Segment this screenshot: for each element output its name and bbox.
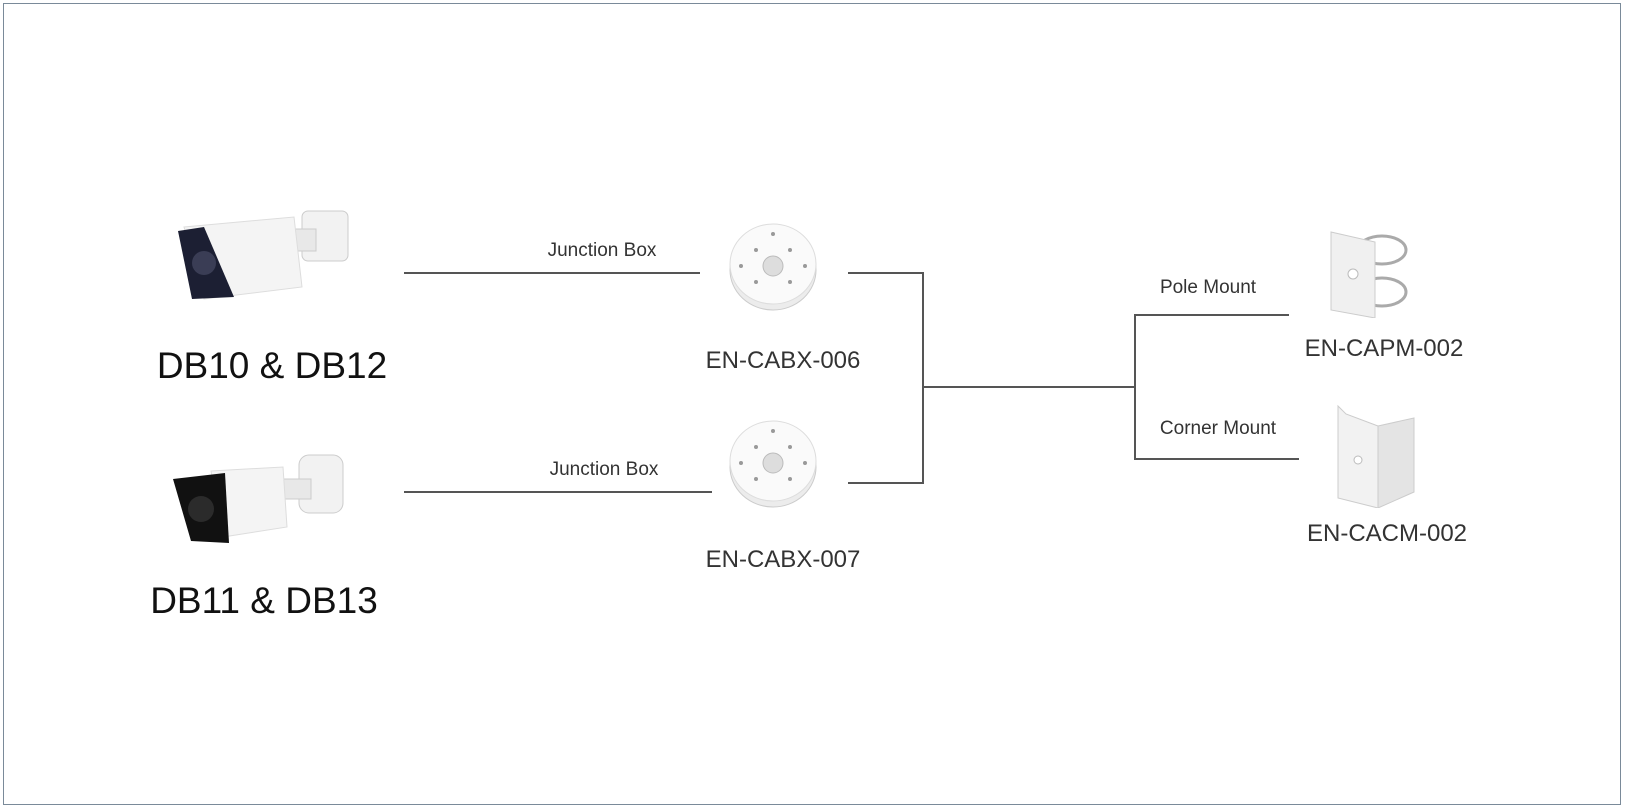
corner-mount-line: [1134, 458, 1299, 460]
camera-label-2: DB11 & DB13: [150, 580, 378, 621]
corner-mount-image: [1337, 404, 1415, 508]
bracket-vertical-line: [922, 272, 924, 484]
camera-label-1: DB10 & DB12: [156, 345, 388, 386]
diagram-frame: [3, 3, 1621, 805]
pole-mount-line: [1134, 314, 1289, 316]
junction-box-model-1: EN-CABX-006: [705, 347, 861, 374]
bracket-bottom-line: [848, 482, 924, 484]
trunk-line: [922, 386, 1136, 388]
connection-label-1: Junction Box: [547, 240, 657, 261]
connector-line-2: [404, 491, 712, 493]
bullet-camera-image-2: [173, 454, 344, 543]
mount-model-2: EN-CACM-002: [1306, 520, 1468, 547]
connector-line-1: [404, 272, 700, 274]
pole-mount-image: [1330, 231, 1408, 318]
bracket-top-line: [848, 272, 924, 274]
junction-box-model-2: EN-CABX-007: [705, 546, 861, 573]
mount-type-label-2: Corner Mount: [1159, 418, 1277, 439]
connection-label-2: Junction Box: [549, 459, 659, 480]
mount-type-label-1: Pole Mount: [1159, 277, 1257, 298]
mount-model-1: EN-CAPM-002: [1304, 335, 1464, 362]
junction-box-image-1: [729, 223, 817, 311]
mount-vertical-line: [1134, 314, 1136, 460]
junction-box-image-2: [729, 420, 817, 508]
bullet-camera-image-1: [178, 210, 349, 300]
